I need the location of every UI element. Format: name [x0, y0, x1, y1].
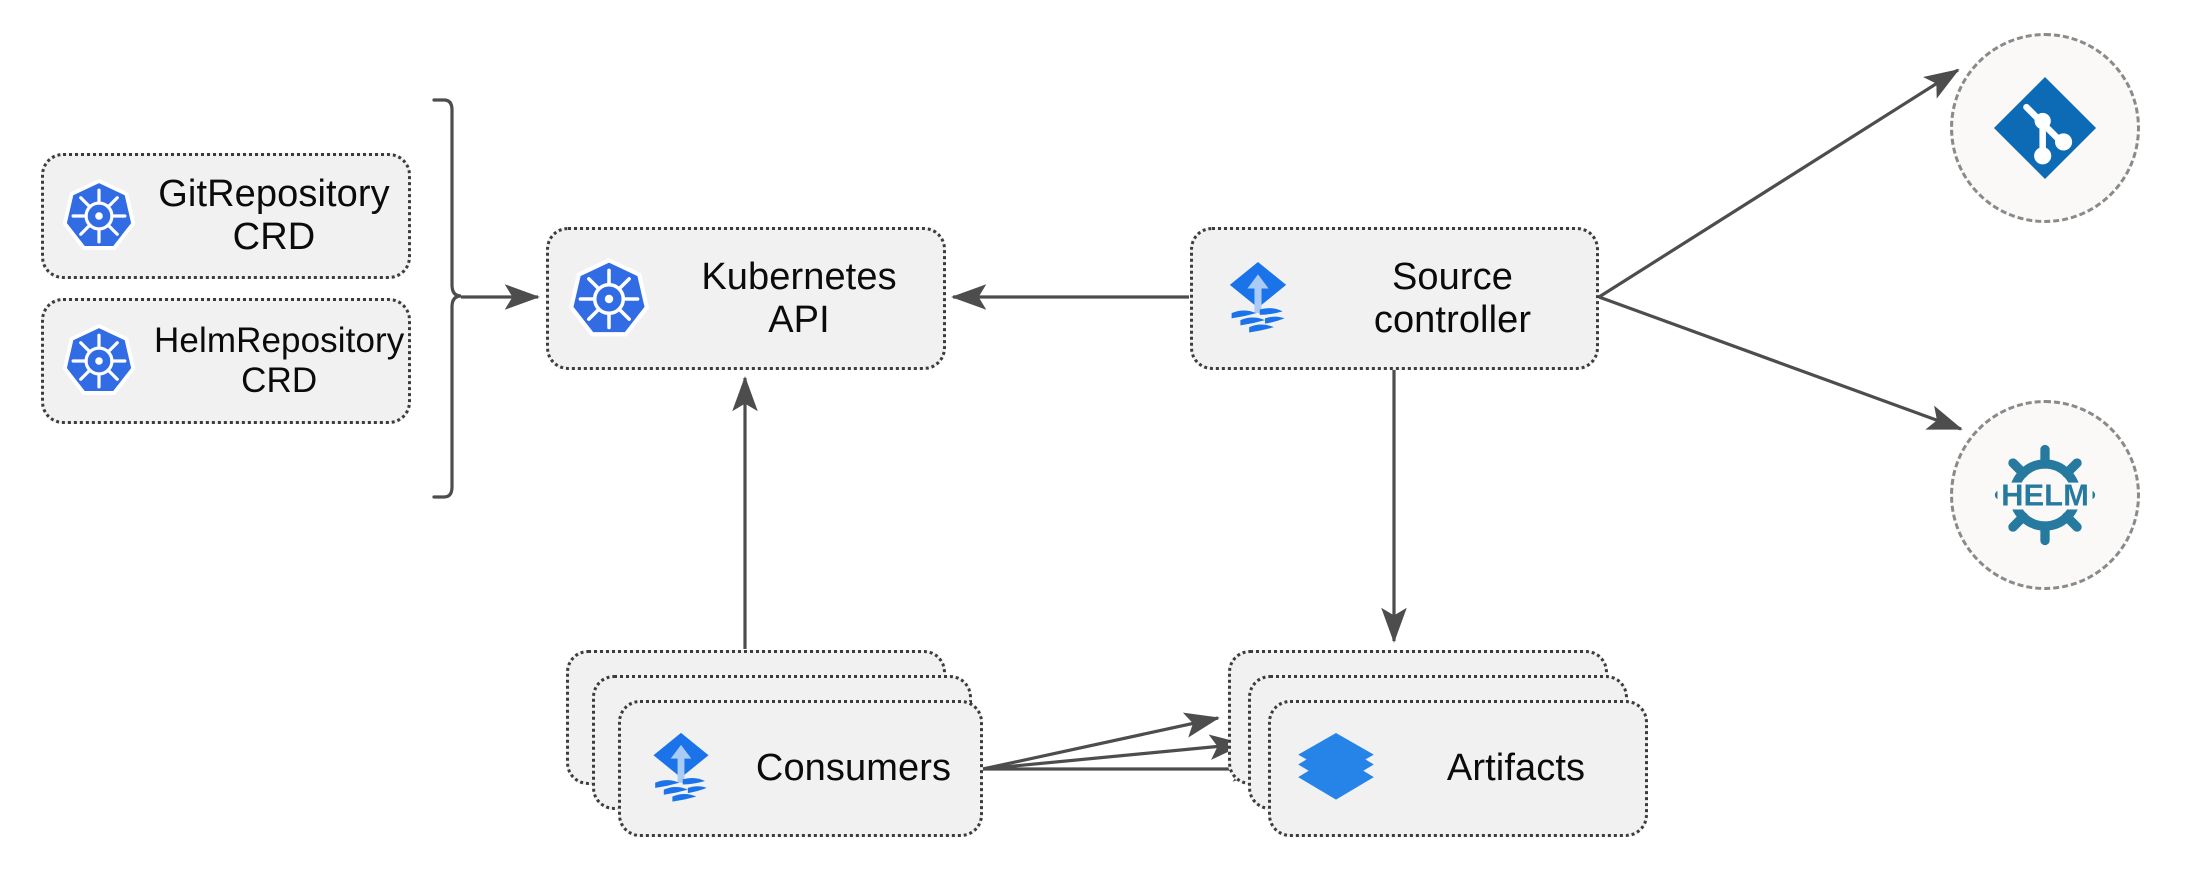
layers-icon — [1271, 724, 1401, 814]
card-git-repository-crd[interactable]: GitRepository CRD — [41, 153, 411, 279]
edge-source-controller-to-git-source — [1598, 68, 1960, 299]
card-body: Artifacts — [1271, 703, 1645, 834]
card-body: Consumers — [621, 703, 980, 834]
helm-wordmark: HELM — [2001, 477, 2089, 512]
card-body: Source controller — [1193, 230, 1596, 367]
card-source-controller[interactable]: Source controller — [1190, 227, 1599, 370]
circle-helm-source[interactable]: HELM — [1950, 400, 2140, 590]
kubernetes-icon — [549, 257, 669, 341]
kubernetes-icon — [44, 178, 154, 254]
git-icon — [1987, 70, 2103, 186]
card-kubernetes-api[interactable]: Kubernetes API — [546, 227, 946, 370]
card-label: Consumers — [755, 747, 952, 790]
card-body: Kubernetes API — [549, 230, 943, 367]
card-helm-repository-crd[interactable]: HelmRepository CRD — [41, 298, 411, 424]
circle-git-source[interactable] — [1950, 33, 2140, 223]
edge-consumers-to-artifact-middle — [982, 734, 1245, 771]
card-label: Kubernetes API — [701, 255, 897, 341]
kubernetes-icon — [44, 323, 154, 399]
card-body: HelmRepository CRD — [44, 301, 408, 421]
edge-source-controller-to-helm-source — [1598, 295, 1963, 431]
flux-icon — [621, 726, 741, 812]
card-artifacts[interactable]: Artifacts — [1268, 700, 1648, 837]
card-label: Artifacts — [1446, 747, 1586, 790]
card-label: GitRepository CRD — [158, 173, 390, 258]
card-label: HelmRepository CRD — [154, 321, 405, 400]
crd-group-bracket — [432, 98, 462, 499]
edge-consumers-to-artifact-back — [982, 712, 1220, 771]
card-body: GitRepository CRD — [44, 156, 408, 276]
helm-icon: HELM — [1983, 433, 2107, 557]
card-label: Source controller — [1373, 255, 1532, 341]
flux-icon — [1193, 255, 1323, 343]
card-consumers[interactable]: Consumers — [618, 700, 983, 837]
